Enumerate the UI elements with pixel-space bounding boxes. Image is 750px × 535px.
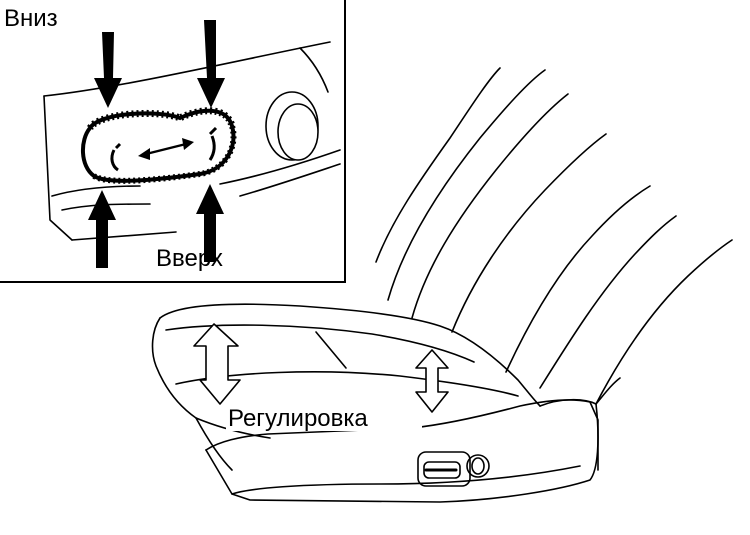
switch-detail-inset: Вниз Вверх	[0, 0, 346, 283]
arrow-down-icon-right	[197, 20, 225, 108]
double-arrow-horizontal-icon	[138, 138, 194, 160]
arrow-up-icon-right	[196, 184, 224, 262]
double-arrow-vertical-icon-front	[193, 323, 241, 405]
seat-switch-closeup	[81, 107, 237, 184]
knob-icon	[265, 91, 319, 161]
arrow-up-icon-left	[88, 190, 116, 268]
adjust-label: Регулировка	[228, 405, 368, 432]
up-label: Вверх	[156, 245, 223, 272]
seat-side-switch	[417, 451, 490, 487]
seat-backrest	[375, 67, 733, 405]
adjust-label-backing	[226, 403, 422, 431]
down-label: Вниз	[4, 5, 58, 32]
double-arrow-vertical-icon-rear	[415, 349, 449, 413]
seat-side-trim	[195, 399, 599, 503]
arrow-down-icon-left	[94, 32, 122, 108]
door-panel-detail	[43, 41, 341, 241]
